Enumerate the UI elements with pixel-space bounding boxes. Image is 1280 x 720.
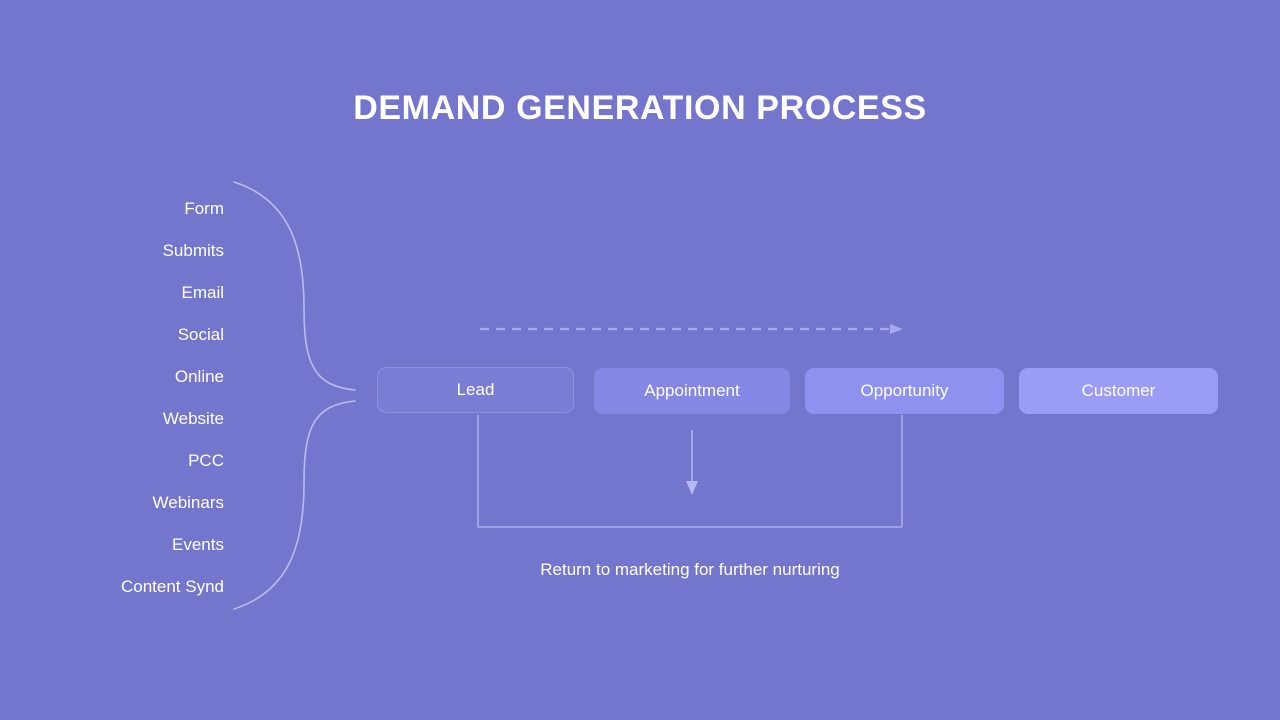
list-item: Email: [181, 283, 224, 302]
page-title: DEMAND GENERATION PROCESS: [353, 89, 927, 127]
list-item: Website: [162, 409, 224, 428]
list-item: Events: [172, 535, 224, 554]
pipeline-stage-lead[interactable]: Lead: [377, 367, 574, 413]
list-item: Webinars: [152, 493, 225, 512]
list-item: Submits: [162, 241, 224, 260]
list-item: Content Synd: [120, 577, 224, 596]
right-curly-brace-icon: [228, 178, 363, 613]
pipeline-stage-customer[interactable]: Customer: [1019, 368, 1218, 414]
list-item: Social: [177, 325, 224, 344]
dashed-right-arrow-icon: [480, 324, 903, 334]
pipeline-stage-opportunity[interactable]: Opportunity: [805, 368, 1004, 414]
list-item: Form: [184, 199, 224, 218]
return-loop-caption: Return to marketing for further nurturin…: [540, 560, 840, 579]
list-item: Online: [174, 367, 224, 386]
return-loop-path: [477, 415, 903, 528]
list-item: PCC: [188, 451, 224, 470]
return-loop-down-arrow-icon: [686, 430, 698, 495]
pipeline-stage-appointment[interactable]: Appointment: [594, 368, 790, 414]
source-channel-list: Form Submits Email Social Online Website…: [40, 188, 224, 608]
